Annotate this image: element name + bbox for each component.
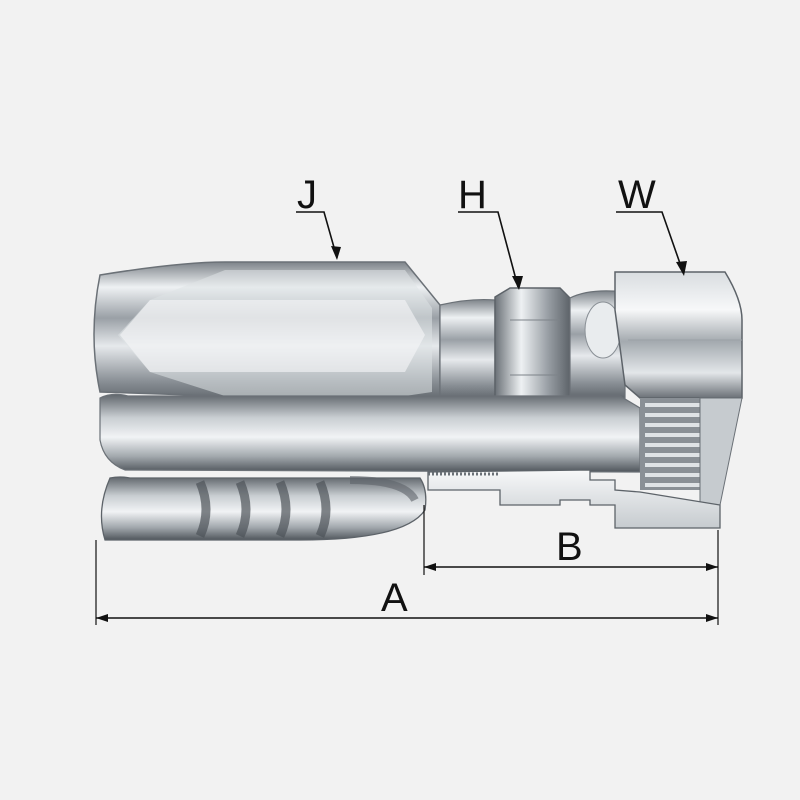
bore-cutaway bbox=[99, 393, 641, 473]
label-b: B bbox=[556, 525, 583, 569]
fitting-neck bbox=[439, 298, 496, 401]
callout-h bbox=[458, 211, 523, 290]
label-h: H bbox=[458, 173, 487, 217]
socket-ferrule bbox=[93, 261, 441, 403]
label-w: W bbox=[618, 173, 656, 217]
hex-body bbox=[494, 287, 571, 406]
label-a: A bbox=[381, 576, 408, 620]
nipple-section bbox=[427, 469, 721, 529]
ferrule-section bbox=[100, 476, 427, 541]
dimension-b bbox=[423, 505, 719, 575]
callout-w bbox=[616, 211, 687, 276]
callout-j bbox=[296, 211, 341, 260]
label-j: J bbox=[297, 173, 317, 217]
nut-threads bbox=[640, 397, 743, 506]
dimension-a bbox=[95, 540, 719, 625]
swivel-nut bbox=[614, 271, 743, 399]
